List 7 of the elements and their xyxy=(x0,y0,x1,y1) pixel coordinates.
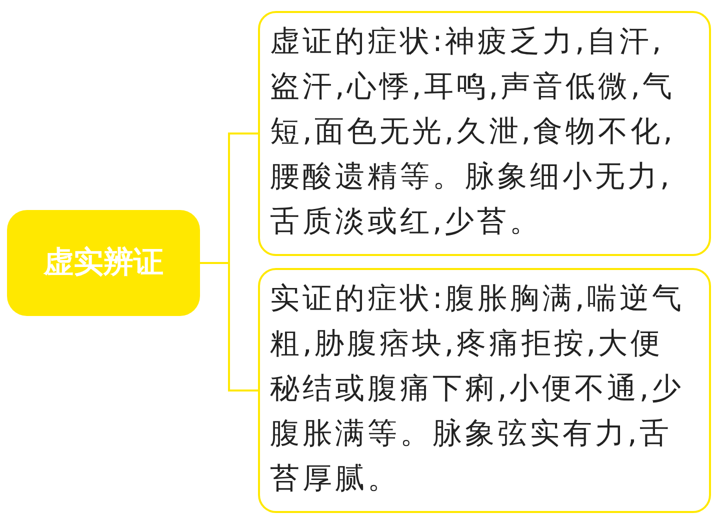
note-text: 实证的症状:腹胀胸满,喘逆气粗,胁腹痞块,疼痛拒按,大便秘结或腹痛下痢,小便不通,少腹胀满等。脉象弦实有力,舌苔厚腻。 xyxy=(270,280,686,497)
note-box xyxy=(258,268,711,513)
note-box xyxy=(258,11,711,256)
topic-text: 虚实辨证 xyxy=(44,245,164,281)
topic-box xyxy=(7,210,200,316)
note-text: 虚证的症状:神疲乏力,自汗,盗汗,心悸,耳鸣,声音低微,气短,面色无光,久泄,食物不化,腰酸遗精等。脉象细小无力,舌质淡或红,少苔。 xyxy=(270,23,676,240)
connector xyxy=(200,262,258,392)
